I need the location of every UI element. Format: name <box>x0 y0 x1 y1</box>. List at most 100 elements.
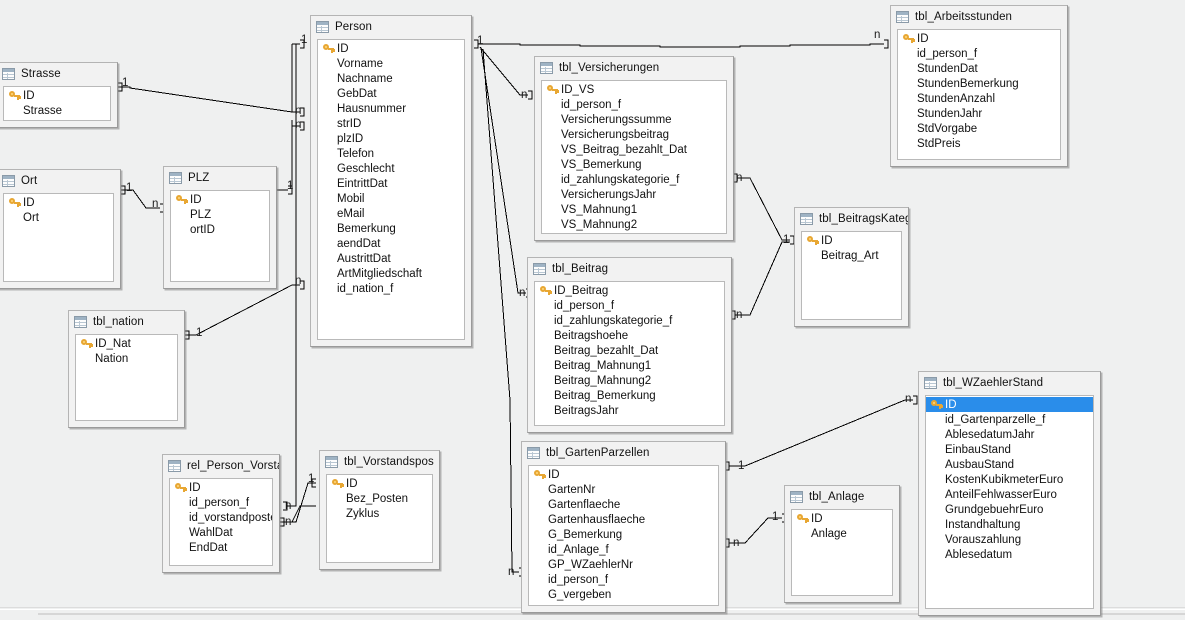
field-row[interactable]: VS_Mahnung2 <box>542 217 726 232</box>
field-row[interactable]: ID_VS <box>542 82 726 97</box>
field-row[interactable]: Nachname <box>318 71 464 86</box>
field-row[interactable]: Beitrag_Mahnung1 <box>535 358 724 373</box>
field-row[interactable]: KostenKubikmeterEuro <box>926 472 1093 487</box>
field-row[interactable]: Bemerkung <box>318 221 464 236</box>
field-row[interactable]: id_person_f <box>529 572 718 587</box>
table-header-tbl_beitragskateg[interactable]: tbl_BeitragsKateg <box>795 208 908 230</box>
field-row[interactable]: aendDat <box>318 236 464 251</box>
field-row[interactable]: id_person_f <box>542 97 726 112</box>
field-row[interactable]: ID <box>171 192 269 207</box>
field-row[interactable]: ID <box>802 233 901 248</box>
field-row[interactable]: StundenJahr <box>898 106 1060 121</box>
field-row[interactable]: id_Anlage_f <box>529 542 718 557</box>
table-header-tbl_nation[interactable]: tbl_nation <box>69 311 184 333</box>
field-row[interactable]: PLZ <box>171 207 269 222</box>
field-row[interactable]: Hausnummer <box>318 101 464 116</box>
table-header-person[interactable]: Person <box>311 16 471 38</box>
table-header-tbl_versicherungen[interactable]: tbl_Versicherungen <box>535 57 733 79</box>
field-row[interactable]: id_vorstandposte <box>170 510 272 525</box>
field-row[interactable]: strID <box>318 116 464 131</box>
field-row[interactable]: Vorname <box>318 56 464 71</box>
field-row[interactable]: G_Bemerkung <box>529 527 718 542</box>
table-header-tbl_wzaehlerstand[interactable]: tbl_WZaehlerStand <box>919 372 1100 394</box>
field-row[interactable]: ID <box>529 467 718 482</box>
table-header-tbl_vorstandspos[interactable]: tbl_Vorstandspos <box>320 451 439 473</box>
field-row[interactable]: GebDat <box>318 86 464 101</box>
field-row[interactable]: BeitragsJahr <box>535 403 724 418</box>
field-row[interactable]: Bez_Posten <box>327 491 432 506</box>
field-row[interactable]: eMail <box>318 206 464 221</box>
table-header-tbl_beitrag[interactable]: tbl_Beitrag <box>528 258 731 280</box>
field-row[interactable]: GP_WZaehlerNr <box>529 557 718 572</box>
field-row[interactable]: ortID <box>171 222 269 237</box>
field-row[interactable]: VS_Beitrag_bezahlt_Dat <box>542 142 726 157</box>
field-row[interactable]: VersicherungsJahr <box>542 187 726 202</box>
field-row[interactable]: Nation <box>76 351 177 366</box>
table-header-tbl_anlage[interactable]: tbl_Anlage <box>785 486 899 508</box>
table-header-tbl_gartenparzellen[interactable]: tbl_GartenParzellen <box>522 442 725 464</box>
field-row[interactable]: ID <box>170 480 272 495</box>
field-row[interactable]: StundenAnzahl <box>898 91 1060 106</box>
field-row[interactable]: Telefon <box>318 146 464 161</box>
field-row[interactable]: Vorauszahlung <box>926 532 1093 547</box>
field-row[interactable]: ID_Nat <box>76 336 177 351</box>
field-row[interactable]: ID <box>327 476 432 491</box>
field-row[interactable]: Ablesedatum <box>926 547 1093 562</box>
field-row[interactable]: Strasse <box>4 103 110 118</box>
field-row[interactable]: G_vergeben <box>529 587 718 602</box>
field-row[interactable]: Geschlecht <box>318 161 464 176</box>
field-row[interactable]: AusbauStand <box>926 457 1093 472</box>
field-row[interactable]: ID_Beitrag <box>535 283 724 298</box>
field-row[interactable]: Gartenhausflaeche <box>529 512 718 527</box>
field-row[interactable]: id_person_f <box>898 46 1060 61</box>
field-row[interactable]: EndDat <box>170 540 272 555</box>
field-row[interactable]: ID <box>792 511 892 526</box>
field-row[interactable]: StundenBemerkung <box>898 76 1060 91</box>
field-row[interactable]: GrundgebuehrEuro <box>926 502 1093 517</box>
table-header-ort[interactable]: Ort <box>0 170 120 192</box>
field-row[interactable]: WahlDat <box>170 525 272 540</box>
table-header-tbl_arbeitsstunden[interactable]: tbl_Arbeitsstunden <box>891 6 1067 28</box>
field-row[interactable]: StdVorgabe <box>898 121 1060 136</box>
field-row[interactable]: id_zahlungskategorie_f <box>542 172 726 187</box>
field-row[interactable]: StdPreis <box>898 136 1060 151</box>
field-row[interactable]: GartenNr <box>529 482 718 497</box>
field-row[interactable]: Versicherungsbeitrag <box>542 127 726 142</box>
field-row[interactable]: StundenDat <box>898 61 1060 76</box>
field-row[interactable]: id_zahlungskategorie_f <box>535 313 724 328</box>
table-header-rel_person_vorstand[interactable]: rel_Person_Vorsta <box>163 455 279 477</box>
field-row[interactable]: Versicherungssumme <box>542 112 726 127</box>
field-row[interactable]: Instandhaltung <box>926 517 1093 532</box>
field-row[interactable]: plzID <box>318 131 464 146</box>
field-row[interactable]: AblesedatumJahr <box>926 427 1093 442</box>
field-row[interactable]: Zyklus <box>327 506 432 521</box>
field-row[interactable]: id_person_f <box>170 495 272 510</box>
field-row[interactable]: ArtMitgliedschaft <box>318 266 464 281</box>
field-row[interactable]: EintrittDat <box>318 176 464 191</box>
table-header-plz[interactable]: PLZ <box>164 167 276 189</box>
field-row[interactable]: AnteilFehlwasserEuro <box>926 487 1093 502</box>
field-row[interactable]: ID <box>926 397 1093 412</box>
